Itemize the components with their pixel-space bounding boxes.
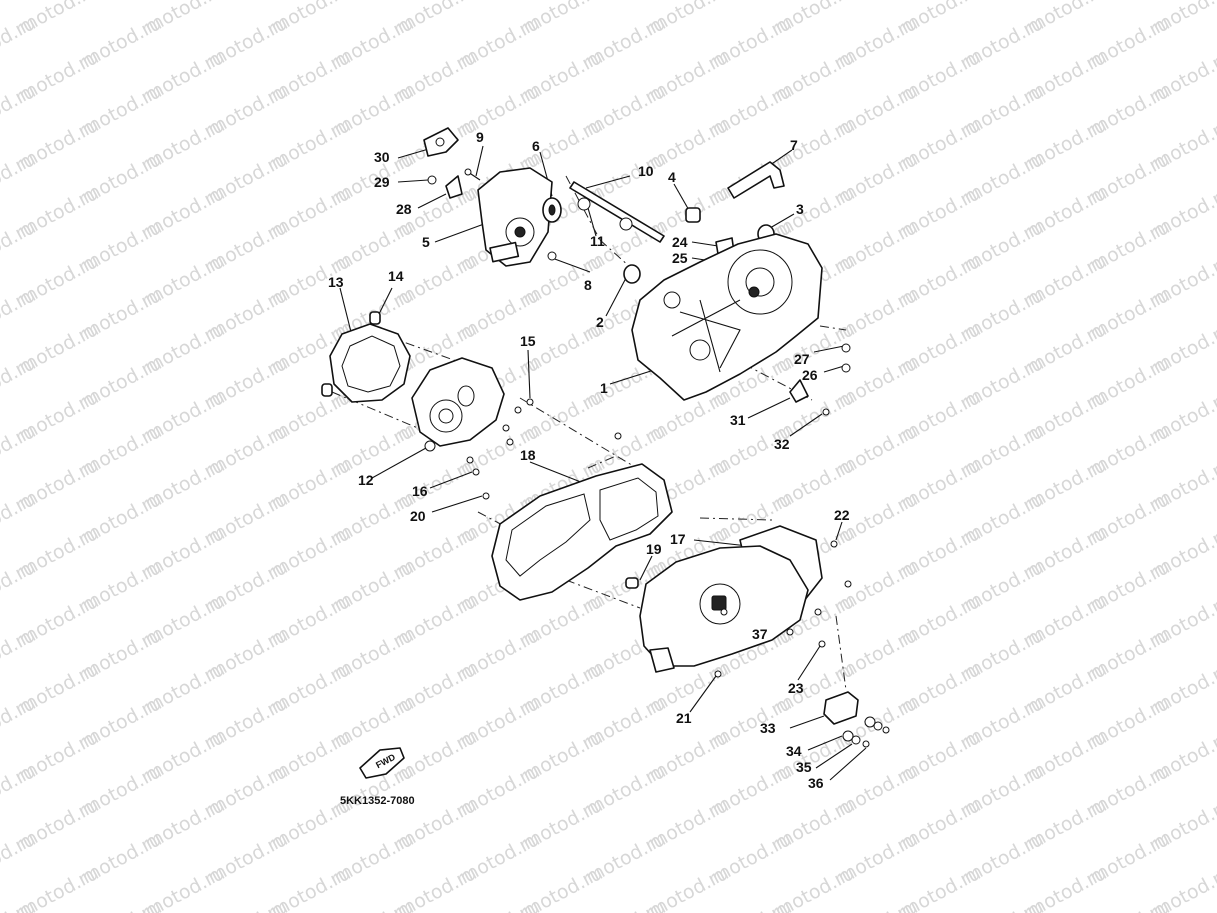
callout-6: 6 — [532, 138, 540, 154]
part-29-bolt — [427, 175, 437, 185]
watermark-text: motod.ru — [582, 896, 669, 913]
callout-28: 28 — [396, 201, 412, 217]
part-28-bracket — [445, 175, 463, 199]
watermark-text: motod.ru — [0, 80, 39, 140]
watermark-text: motod.ru — [0, 692, 39, 752]
watermark-text: motod.ru — [0, 148, 39, 208]
callout-17: 17 — [670, 531, 686, 547]
part-12-cover — [411, 357, 505, 452]
callout-31: 31 — [730, 412, 746, 428]
watermark-text: motod.ru — [708, 896, 795, 913]
watermark-text: motod.ru — [0, 12, 39, 72]
callout-7: 7 — [790, 137, 798, 153]
callout-8: 8 — [584, 277, 592, 293]
callout-35: 35 — [796, 759, 812, 775]
watermark-text: motod.ru — [834, 896, 921, 913]
callout-21: 21 — [676, 710, 692, 726]
part-5-housing — [477, 167, 553, 267]
callout-1: 1 — [600, 380, 608, 396]
watermark-text: motod.ru — [960, 896, 1047, 913]
part-4-plug — [685, 207, 701, 223]
watermark-text: motod.ru — [0, 624, 39, 684]
callout-11: 11 — [590, 233, 605, 249]
callout-2: 2 — [596, 314, 604, 330]
watermark-text: motod.ru — [0, 216, 39, 276]
part-34-washer — [842, 716, 876, 742]
part-18-gasket — [491, 463, 673, 601]
callout-3: 3 — [796, 201, 804, 217]
watermark-text: motod.ru — [330, 896, 417, 913]
part-36-nut — [862, 726, 890, 748]
callout-20: 20 — [410, 508, 426, 524]
callout-24: 24 — [672, 234, 688, 250]
watermark-text: motod.ru — [0, 556, 39, 616]
part-37-bolt — [720, 608, 794, 636]
watermark-text: motod.ru — [0, 284, 39, 344]
callout-19: 19 — [646, 541, 662, 557]
part-7-hose — [727, 161, 785, 199]
part-30-plate — [423, 127, 459, 157]
watermark-text: motod.ru — [0, 828, 39, 888]
callout-23: 23 — [788, 680, 804, 696]
fwd-arrow-icon: FWD — [359, 747, 405, 779]
callout-16: 16 — [412, 483, 428, 499]
part-8-bolt — [547, 251, 557, 261]
callout-14: 14 — [388, 268, 404, 284]
callout-15: 15 — [520, 333, 536, 349]
callout-4: 4 — [668, 169, 676, 185]
watermark-text: motod.ru — [0, 760, 39, 820]
callout-18: 18 — [520, 447, 536, 463]
callout-10: 10 — [638, 163, 654, 179]
part-20-dowel — [482, 432, 622, 500]
callout-30: 30 — [374, 149, 390, 165]
watermark-text: motod.ru — [1086, 896, 1173, 913]
part-23-bolt — [818, 640, 826, 648]
callout-9: 9 — [476, 129, 484, 145]
watermark-text: motod.ru — [0, 352, 39, 412]
watermark-text: motod.ru — [0, 420, 39, 480]
watermark-text: motod.ru — [78, 896, 165, 913]
callout-37: 37 — [752, 626, 768, 642]
part-9-screw — [464, 168, 481, 181]
callout-5: 5 — [422, 234, 430, 250]
callout-labels: 30 29 28 5 9 6 8 11 10 4 7 3 24 25 2 1 2… — [328, 129, 850, 791]
watermark-text: motod.ru — [0, 488, 39, 548]
part-16-bolts — [466, 456, 480, 476]
callout-22: 22 — [834, 507, 850, 523]
callout-33: 33 — [760, 720, 776, 736]
part-22-bolts — [814, 540, 852, 616]
part-10-shaft — [569, 181, 665, 243]
callout-36: 36 — [808, 775, 824, 791]
watermark-text: motod.ru — [0, 0, 39, 4]
callout-13: 13 — [328, 274, 344, 290]
part-1-crankcase — [631, 233, 823, 401]
callout-25: 25 — [672, 250, 688, 266]
watermark-text: motod.ru — [204, 896, 291, 913]
callout-12: 12 — [358, 472, 374, 488]
callout-29: 29 — [374, 174, 390, 190]
part-6-bearing — [542, 197, 562, 223]
part-crankcase-cover — [639, 545, 809, 673]
part-27-pin — [841, 343, 851, 353]
part-21-bolt — [714, 670, 722, 678]
callout-32: 32 — [774, 436, 790, 452]
watermark-text: motod.ru — [456, 896, 543, 913]
part-26-bolt — [841, 363, 851, 373]
callout-27: 27 — [794, 351, 810, 367]
part-32-bolt — [822, 408, 830, 416]
callout-26: 26 — [802, 367, 818, 383]
part-33-mount — [823, 691, 859, 725]
part-2-bushing — [623, 264, 641, 284]
callout-34: 34 — [786, 743, 802, 759]
part-14-dowel — [321, 311, 381, 397]
part-code: 5KK1352-7080 — [340, 795, 415, 807]
part-15-bolts — [502, 398, 534, 446]
part-11-washer — [577, 197, 633, 231]
part-31-bracket — [789, 379, 809, 403]
part-13-gasket — [329, 323, 411, 403]
part-19-dowel — [625, 577, 639, 589]
part-35-washer — [851, 721, 883, 745]
